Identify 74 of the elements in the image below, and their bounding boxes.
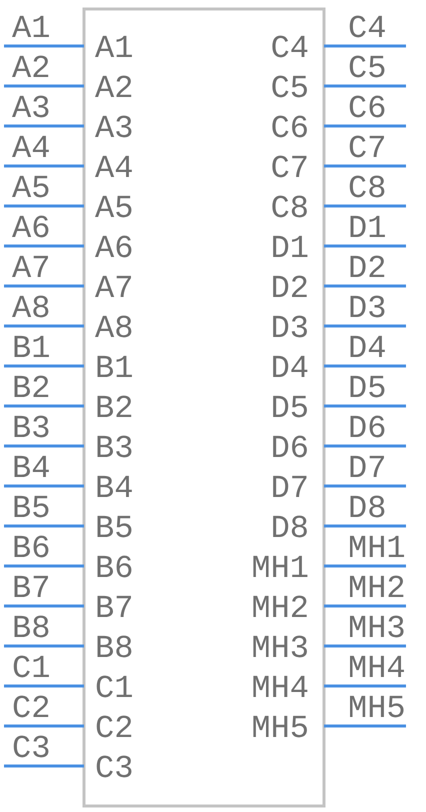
pin-label: A4 <box>12 133 50 165</box>
pin-label: B3 <box>95 433 134 465</box>
pin-label: D2 <box>270 273 309 305</box>
pin-label: D3 <box>270 313 309 345</box>
pin-label: C4 <box>348 13 386 45</box>
pin-label: B2 <box>12 373 50 405</box>
pin-label: C3 <box>12 733 50 765</box>
pin-label: B3 <box>12 413 50 445</box>
pin-label: B7 <box>12 573 50 605</box>
pin-label: MH2 <box>348 573 406 605</box>
pin-label: D4 <box>348 333 386 365</box>
pin-label: B4 <box>12 453 50 485</box>
pin-label: MH3 <box>348 613 406 645</box>
pin-label: C6 <box>348 93 386 125</box>
pin-label: D5 <box>348 373 386 405</box>
pin-label: A4 <box>95 153 134 185</box>
pin-label: C2 <box>95 713 134 745</box>
pin-label: A8 <box>12 293 50 325</box>
pin-label: A1 <box>12 13 50 45</box>
pin-label: A3 <box>95 113 134 145</box>
pin-label: MH5 <box>348 693 406 725</box>
pin-label: A5 <box>95 193 134 225</box>
pin-label: C4 <box>270 33 309 65</box>
pin-label: B8 <box>95 633 134 665</box>
pin-label: D2 <box>348 253 386 285</box>
pin-label: D4 <box>270 353 309 385</box>
pin-label: D7 <box>348 453 386 485</box>
pin-label: MH3 <box>251 633 309 665</box>
pin-label: A2 <box>12 53 50 85</box>
pin-label: MH4 <box>348 653 406 685</box>
pin-label: B1 <box>12 333 50 365</box>
pin-label: B2 <box>95 393 134 425</box>
pin-label: B1 <box>95 353 134 385</box>
pin-label: B6 <box>95 553 134 585</box>
pin-label: B6 <box>12 533 50 565</box>
pin-label: D8 <box>348 493 386 525</box>
pin-label: C5 <box>348 53 386 85</box>
pin-label: C7 <box>348 133 386 165</box>
pin-label: C1 <box>12 653 50 685</box>
pin-label: D1 <box>270 233 309 265</box>
pin-label: A6 <box>95 233 134 265</box>
pin-label: A6 <box>12 213 50 245</box>
pin-label: C6 <box>270 113 309 145</box>
pin-label: D6 <box>270 433 309 465</box>
pin-label: C3 <box>95 753 134 785</box>
pin-label: A2 <box>95 73 134 105</box>
pin-label: C8 <box>348 173 386 205</box>
pin-label: C1 <box>95 673 134 705</box>
pin-label: C7 <box>270 153 309 185</box>
pin-label: B7 <box>95 593 134 625</box>
pin-label: A5 <box>12 173 50 205</box>
pin-label: D8 <box>270 513 309 545</box>
pin-label: D5 <box>270 393 309 425</box>
pin-label: B5 <box>95 513 134 545</box>
pin-label: MH2 <box>251 593 309 625</box>
pin-label: D1 <box>348 213 386 245</box>
pin-label: A7 <box>95 273 134 305</box>
pin-label: MH4 <box>251 673 309 705</box>
pin-label: C8 <box>270 193 309 225</box>
pin-label: MH1 <box>251 553 309 585</box>
pin-label: D6 <box>348 413 386 445</box>
pin-label: A8 <box>95 313 134 345</box>
pin-label: A7 <box>12 253 50 285</box>
pin-label: D3 <box>348 293 386 325</box>
pin-label: A3 <box>12 93 50 125</box>
pin-label: C5 <box>270 73 309 105</box>
pin-label: B8 <box>12 613 50 645</box>
pin-label: D7 <box>270 473 309 505</box>
pin-label: MH5 <box>251 713 309 745</box>
pin-label: C2 <box>12 693 50 725</box>
pin-label: B5 <box>12 493 50 525</box>
pin-label: MH1 <box>348 533 406 565</box>
pin-label: B4 <box>95 473 134 505</box>
pin-label: A1 <box>95 33 134 65</box>
